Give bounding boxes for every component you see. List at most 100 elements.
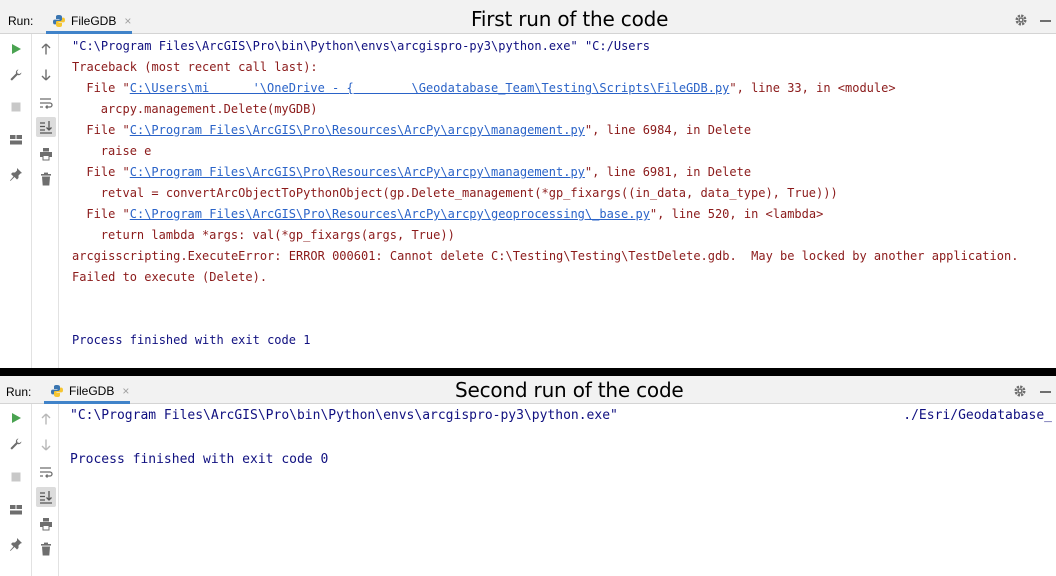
file-path-link[interactable]: C:\Users\mi '\OneDrive - { \Geodatabase_… bbox=[129, 81, 730, 95]
toolbar-left bbox=[2, 34, 30, 368]
scroll-to-end-icon bbox=[40, 121, 52, 134]
up-button[interactable] bbox=[36, 39, 56, 59]
pin-tab-button[interactable] bbox=[6, 534, 26, 554]
file-path-link[interactable]: C:\Program Files\ArcGIS\Pro\Resources\Ar… bbox=[129, 123, 585, 137]
console-text: File " bbox=[86, 81, 130, 95]
stop-button[interactable] bbox=[6, 97, 26, 117]
console-text: return lambda *args: val(*gp_fixargs(arg… bbox=[100, 228, 455, 242]
image-divider bbox=[0, 368, 1056, 376]
console-text: ", line 6981, in Delete bbox=[584, 165, 752, 179]
edit-configuration-button[interactable] bbox=[6, 434, 26, 454]
console-line: File "C:\Program Files\ArcGIS\Pro\Resour… bbox=[86, 123, 751, 138]
console-text: arcgisscripting.ExecuteError: ERROR 0006… bbox=[72, 249, 1019, 263]
run-toolbar-header: Run: FileGDB × First run of the code bbox=[0, 0, 1056, 34]
pin-tab-button[interactable] bbox=[6, 164, 26, 184]
scroll-to-end-icon bbox=[40, 491, 52, 504]
pin-icon bbox=[10, 538, 22, 551]
console-text: ", line 6984, in Delete bbox=[584, 123, 752, 137]
layout-button[interactable] bbox=[6, 500, 26, 520]
wrench-icon bbox=[10, 438, 22, 450]
up-button[interactable] bbox=[36, 409, 56, 429]
pin-icon bbox=[10, 168, 22, 181]
python-file-icon bbox=[51, 385, 63, 397]
run-toolbar-header: Run: FileGDB × Second run of the code bbox=[0, 376, 1056, 404]
console-text: File " bbox=[86, 123, 130, 137]
toolbar-left bbox=[2, 404, 30, 576]
down-button[interactable] bbox=[36, 65, 56, 85]
run-label: Run: bbox=[8, 14, 34, 28]
tab-close-icon[interactable]: × bbox=[124, 14, 132, 28]
down-arrow-icon bbox=[41, 69, 51, 81]
print-icon bbox=[40, 148, 52, 161]
print-button[interactable] bbox=[36, 144, 56, 164]
layout-icon bbox=[10, 505, 22, 515]
console-text: "C:\Program Files\ArcGIS\Pro\bin\Python\… bbox=[70, 408, 618, 423]
console-text: File " bbox=[86, 165, 130, 179]
console-line: arcgisscripting.ExecuteError: ERROR 0006… bbox=[72, 249, 1018, 264]
tab-filegdb[interactable]: FileGDB × bbox=[42, 378, 137, 404]
console-text: Traceback (most recent call last): bbox=[72, 60, 318, 74]
console-line: File "C:\Users\mi '\OneDrive - { \Geodat… bbox=[86, 81, 895, 96]
minimize-icon[interactable] bbox=[1040, 20, 1051, 22]
print-button[interactable] bbox=[36, 514, 56, 534]
clear-all-button[interactable] bbox=[36, 539, 56, 559]
run-panel-second: Run: FileGDB × Second run of the code bbox=[0, 376, 1056, 576]
toolbar-right bbox=[31, 404, 59, 576]
tab-label: FileGDB bbox=[71, 14, 117, 28]
clear-all-button[interactable] bbox=[36, 169, 56, 189]
console-line: raise e bbox=[101, 144, 152, 159]
console-line: "C:\Program Files\ArcGIS\Pro\bin\Python\… bbox=[70, 408, 618, 424]
trash-icon bbox=[41, 542, 51, 556]
run-panel-first: Run: FileGDB × First run of the code bbox=[0, 0, 1056, 368]
gear-icon[interactable] bbox=[1014, 13, 1028, 27]
file-path-link[interactable]: C:\Program Files\ArcGIS\Pro\Resources\Ar… bbox=[129, 165, 585, 179]
rerun-button[interactable] bbox=[6, 39, 26, 59]
rerun-icon bbox=[12, 44, 21, 54]
console-text: Process finished with exit code 0 bbox=[70, 452, 329, 467]
trash-icon bbox=[41, 172, 51, 186]
console-text: Process finished with exit code 1 bbox=[72, 333, 311, 347]
run-label: Run: bbox=[6, 385, 32, 399]
console-line: File "C:\Program Files\ArcGIS\Pro\Resour… bbox=[86, 207, 823, 222]
console-line: Process finished with exit code 0 bbox=[70, 452, 328, 468]
console-text: ", line 33, in <module> bbox=[729, 81, 896, 95]
file-path-link[interactable]: C:\Program Files\ArcGIS\Pro\Resources\Ar… bbox=[129, 207, 650, 221]
console-line: retval = convertArcObjectToPythonObject(… bbox=[101, 186, 838, 201]
caption-second-run: Second run of the code bbox=[455, 378, 684, 402]
rerun-icon bbox=[12, 413, 21, 423]
stop-icon bbox=[11, 102, 21, 112]
console-text-truncated: ./Esri/Geodatabase_ bbox=[903, 408, 1052, 423]
gear-icon[interactable] bbox=[1013, 384, 1027, 398]
stop-button[interactable] bbox=[6, 467, 26, 487]
console-output: "C:\Program Files\ArcGIS\Pro\bin\Python\… bbox=[70, 408, 1052, 568]
tab-close-icon[interactable]: × bbox=[122, 384, 130, 398]
console-line: arcpy.management.Delete(myGDB) bbox=[101, 102, 318, 117]
down-button[interactable] bbox=[36, 435, 56, 455]
console-line: return lambda *args: val(*gp_fixargs(arg… bbox=[101, 228, 455, 243]
console-line: Failed to execute (Delete). bbox=[72, 270, 267, 285]
console-output: "C:\Program Files\ArcGIS\Pro\bin\Python\… bbox=[72, 39, 1052, 364]
console-line: Traceback (most recent call last): bbox=[72, 60, 318, 75]
layout-button[interactable] bbox=[6, 130, 26, 150]
rerun-button[interactable] bbox=[6, 408, 26, 428]
tab-label: FileGDB bbox=[69, 384, 115, 398]
soft-wrap-button[interactable] bbox=[36, 462, 56, 482]
edit-configuration-button[interactable] bbox=[6, 65, 26, 85]
layout-icon bbox=[10, 135, 22, 145]
active-tab-indicator bbox=[46, 31, 132, 34]
console-text: Failed to execute (Delete). bbox=[72, 270, 268, 284]
minimize-icon[interactable] bbox=[1040, 391, 1051, 393]
soft-wrap-button[interactable] bbox=[36, 93, 56, 113]
console-line: File "C:\Program Files\ArcGIS\Pro\Resour… bbox=[86, 165, 751, 180]
console-text: raise e bbox=[100, 144, 152, 158]
soft-wrap-icon bbox=[40, 467, 53, 478]
python-file-icon bbox=[53, 15, 65, 27]
tab-filegdb[interactable]: FileGDB × bbox=[44, 8, 139, 34]
scroll-to-end-button[interactable] bbox=[36, 117, 56, 137]
scroll-to-end-button[interactable] bbox=[36, 487, 56, 507]
toolbar-right bbox=[31, 34, 59, 368]
stop-icon bbox=[11, 472, 21, 482]
down-arrow-icon bbox=[41, 439, 51, 451]
console-line: "C:\Program Files\ArcGIS\Pro\bin\Python\… bbox=[72, 39, 650, 54]
wrench-icon bbox=[10, 69, 22, 81]
